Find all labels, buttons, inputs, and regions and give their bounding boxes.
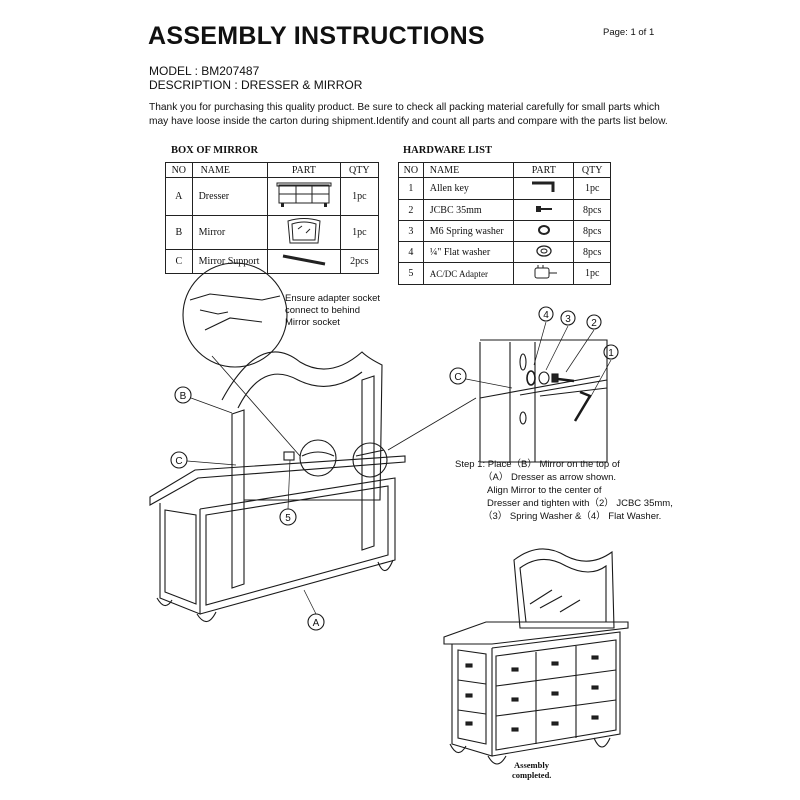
page-number: Page: 1 of 1 [603, 27, 655, 38]
caption-line: completed. [512, 770, 552, 780]
label-A: A [313, 618, 320, 629]
page-title: ASSEMBLY INSTRUCTIONS [148, 22, 485, 50]
table-row: A Dresser 1pc [165, 177, 380, 216]
row-qty: 1pc [339, 177, 380, 216]
label-3: 3 [565, 314, 571, 325]
label-1: 1 [608, 348, 614, 359]
step-line: （A） Dresser as arrow shown. [483, 472, 617, 483]
mirror-drawing [221, 351, 383, 501]
hardware-table-title: HARDWARE LIST [403, 145, 492, 156]
label-5: 5 [285, 513, 291, 524]
column-header: QTY [339, 162, 380, 178]
table-header-row: NO NAME PART QTY [165, 162, 380, 178]
dresser-drawing [149, 455, 406, 623]
box-of-mirror-table: NO NAME PART QTY A Dresser 1pc B Mirror … [165, 162, 380, 274]
label-B: B [180, 391, 187, 402]
row-qty: 1pc [573, 262, 611, 285]
label-C: C [175, 456, 182, 467]
completed-assembly-drawing [443, 548, 629, 765]
assembly-completed-caption: Assembly completed. [512, 760, 551, 780]
step-line: Step 1: Place（B） Mirror on the top of [455, 459, 620, 470]
dresser-icon [267, 177, 341, 216]
row-no: C [165, 249, 193, 274]
mirror-icon [267, 215, 341, 250]
step-line: （3） Spring Washer &（4） Flat Washer. [483, 511, 662, 522]
box-table-title: BOX OF MIRROR [171, 145, 259, 156]
table-row: 5 AC/DC Adapter 1pc [398, 262, 611, 285]
callout-line: Ensure adapter socket [285, 293, 381, 304]
support-bar-icon [267, 249, 341, 274]
adapter-icon [513, 262, 575, 285]
adapter-zoom-circle [182, 262, 288, 368]
step-1-instructions: Step 1: Place（B） Mirror on the top of （A… [455, 458, 673, 523]
intro-paragraph: Thank you for purchasing this quality pr… [149, 102, 668, 127]
label-C-detail: C [454, 372, 461, 383]
product-description: DESCRIPTION : DRESSER & MIRROR [149, 78, 363, 92]
row-name: M6 Spring washer [422, 220, 515, 242]
step-line: Align Mirror to the center of [487, 485, 602, 496]
caption-line: Assembly [514, 760, 549, 770]
row-name: Mirror [191, 215, 269, 250]
table-row: 1 Allen key 1pc [398, 177, 611, 200]
mirror-supports-drawing [231, 375, 375, 589]
model-number: MODEL : BM207487 [149, 64, 260, 78]
table-row: B Mirror 1pc [165, 215, 380, 250]
table-row: 3 M6 Spring washer 8pcs [398, 220, 611, 242]
row-name: AC/DC Adapter [422, 262, 515, 285]
adapter-callout: Ensure adapter socket connect to behind … [285, 293, 380, 329]
row-qty: 2pcs [339, 249, 380, 274]
label-4: 4 [543, 310, 549, 321]
label-2: 2 [591, 318, 597, 329]
hardware-list-table: NO NAME PART QTY 1 Allen key 1pc 2 JCBC … [398, 162, 611, 285]
step-line: Dresser and tighten with（2） JCBC 35mm, [487, 498, 673, 509]
table-row: C Mirror Support 2pcs [165, 249, 380, 274]
callout-line: connect to behind [285, 305, 361, 316]
callout-line: Mirror socket [285, 317, 340, 328]
row-name: Mirror Support [191, 249, 269, 274]
